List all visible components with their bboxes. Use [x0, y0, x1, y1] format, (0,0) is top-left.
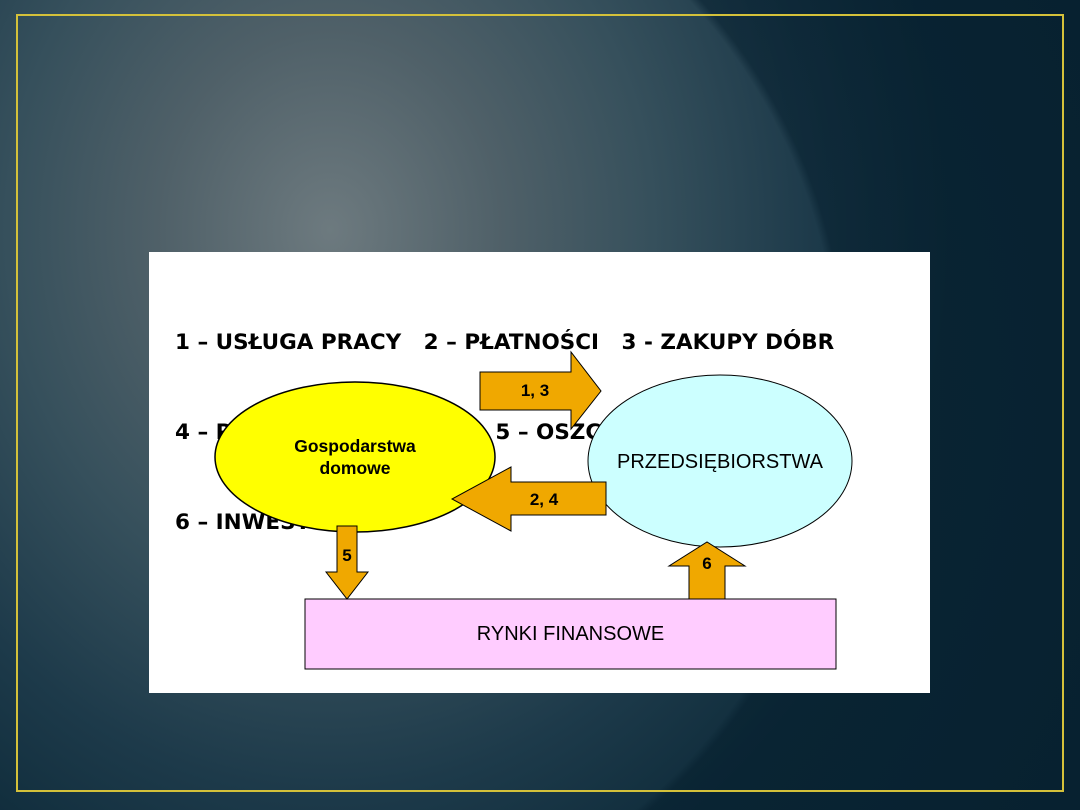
households-label: Gospodarstwa domowe	[255, 435, 455, 479]
firms-node	[587, 374, 853, 548]
firms-label: PRZEDSIĘBIORSTWA	[617, 451, 823, 473]
flow-diagram	[214, 350, 853, 670]
legend-line-1: 1 – USŁUGA PRACY 2 – PŁATNOŚCI 3 - ZAKUP…	[175, 330, 835, 355]
arrow-investment	[667, 541, 747, 600]
arrow-to-households-label: 2, 4	[529, 490, 559, 509]
financial-markets-node	[304, 598, 837, 670]
diagram-panel: 1 – USŁUGA PRACY 2 – PŁATNOŚCI 3 - ZAKUP…	[149, 252, 930, 693]
arrow-to-firms-label: 1, 3	[520, 381, 550, 400]
arrow-savings	[324, 525, 370, 600]
arrow-to-households	[450, 466, 607, 532]
slide-frame	[16, 14, 1064, 792]
arrow-to-firms	[479, 350, 602, 431]
households-label-line-2: domowe	[319, 458, 391, 478]
households-label-line-1: Gospodarstwa	[294, 436, 416, 456]
arrow-savings-label: 5	[342, 546, 352, 565]
arrow-investment-label: 6	[702, 554, 712, 573]
financial-markets-label: RYNKI FINANSOWE	[476, 623, 665, 645]
